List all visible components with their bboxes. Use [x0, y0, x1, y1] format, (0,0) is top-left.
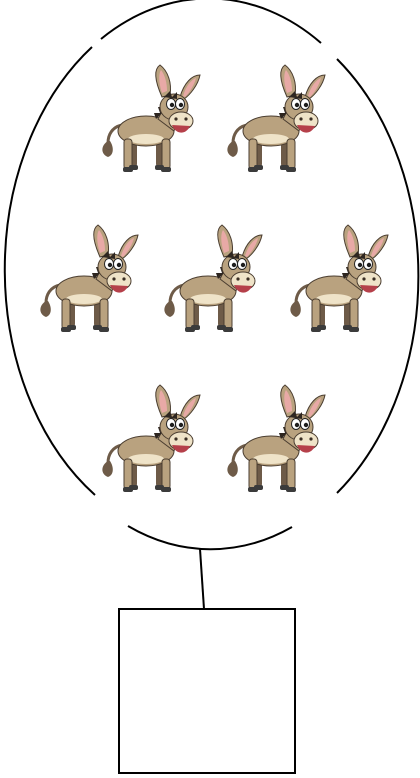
donkey-icon — [40, 225, 138, 332]
donkey-icon — [164, 225, 262, 332]
connector-line — [200, 549, 204, 609]
answer-box[interactable] — [119, 609, 295, 773]
donkey-group — [40, 65, 388, 492]
group-oval-top-arc — [101, 0, 321, 43]
group-oval-bottom-arc — [128, 526, 292, 549]
donkey-icon — [102, 385, 200, 492]
donkey-icon — [290, 225, 388, 332]
donkey-icon — [227, 65, 325, 172]
donkey-icon — [102, 65, 200, 172]
donkey-icon — [227, 385, 325, 492]
group-oval-left-arc — [5, 47, 95, 495]
